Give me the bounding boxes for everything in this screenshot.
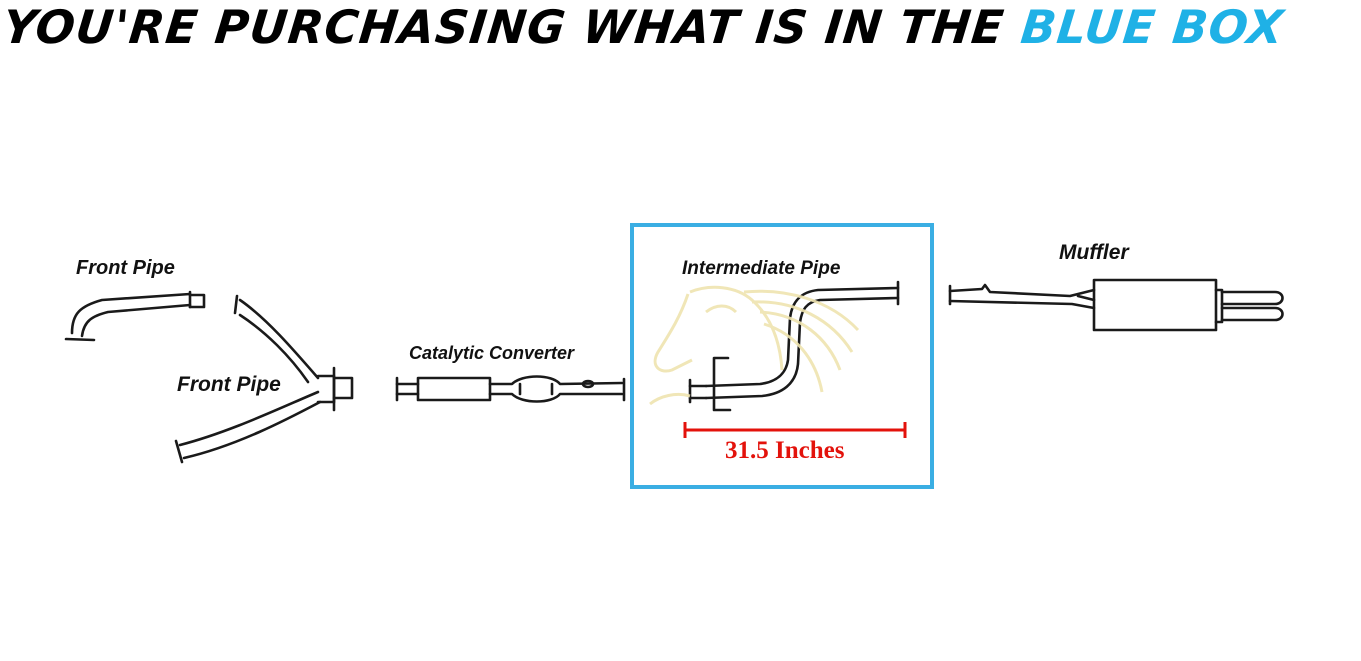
measurement-line [683,422,907,438]
front-pipe-y [174,294,354,464]
front-pipe-upper [64,290,206,342]
measurement-label: 31.5 Inches [725,437,845,464]
label-catalytic-converter: Catalytic Converter [409,343,575,363]
label-muffler: Muffler [1059,241,1129,264]
watermark-logo [649,285,860,406]
catalytic-converter-drawing [395,375,626,403]
label-intermediate-pipe: Intermediate Pipe [682,258,841,279]
label-front-pipe-upper: Front Pipe [76,257,175,279]
label-front-pipe-lower: Front Pipe [177,373,281,396]
muffler-drawing [948,278,1284,332]
blue-box [630,223,934,489]
intermediate-pipe-drawing [688,280,900,412]
